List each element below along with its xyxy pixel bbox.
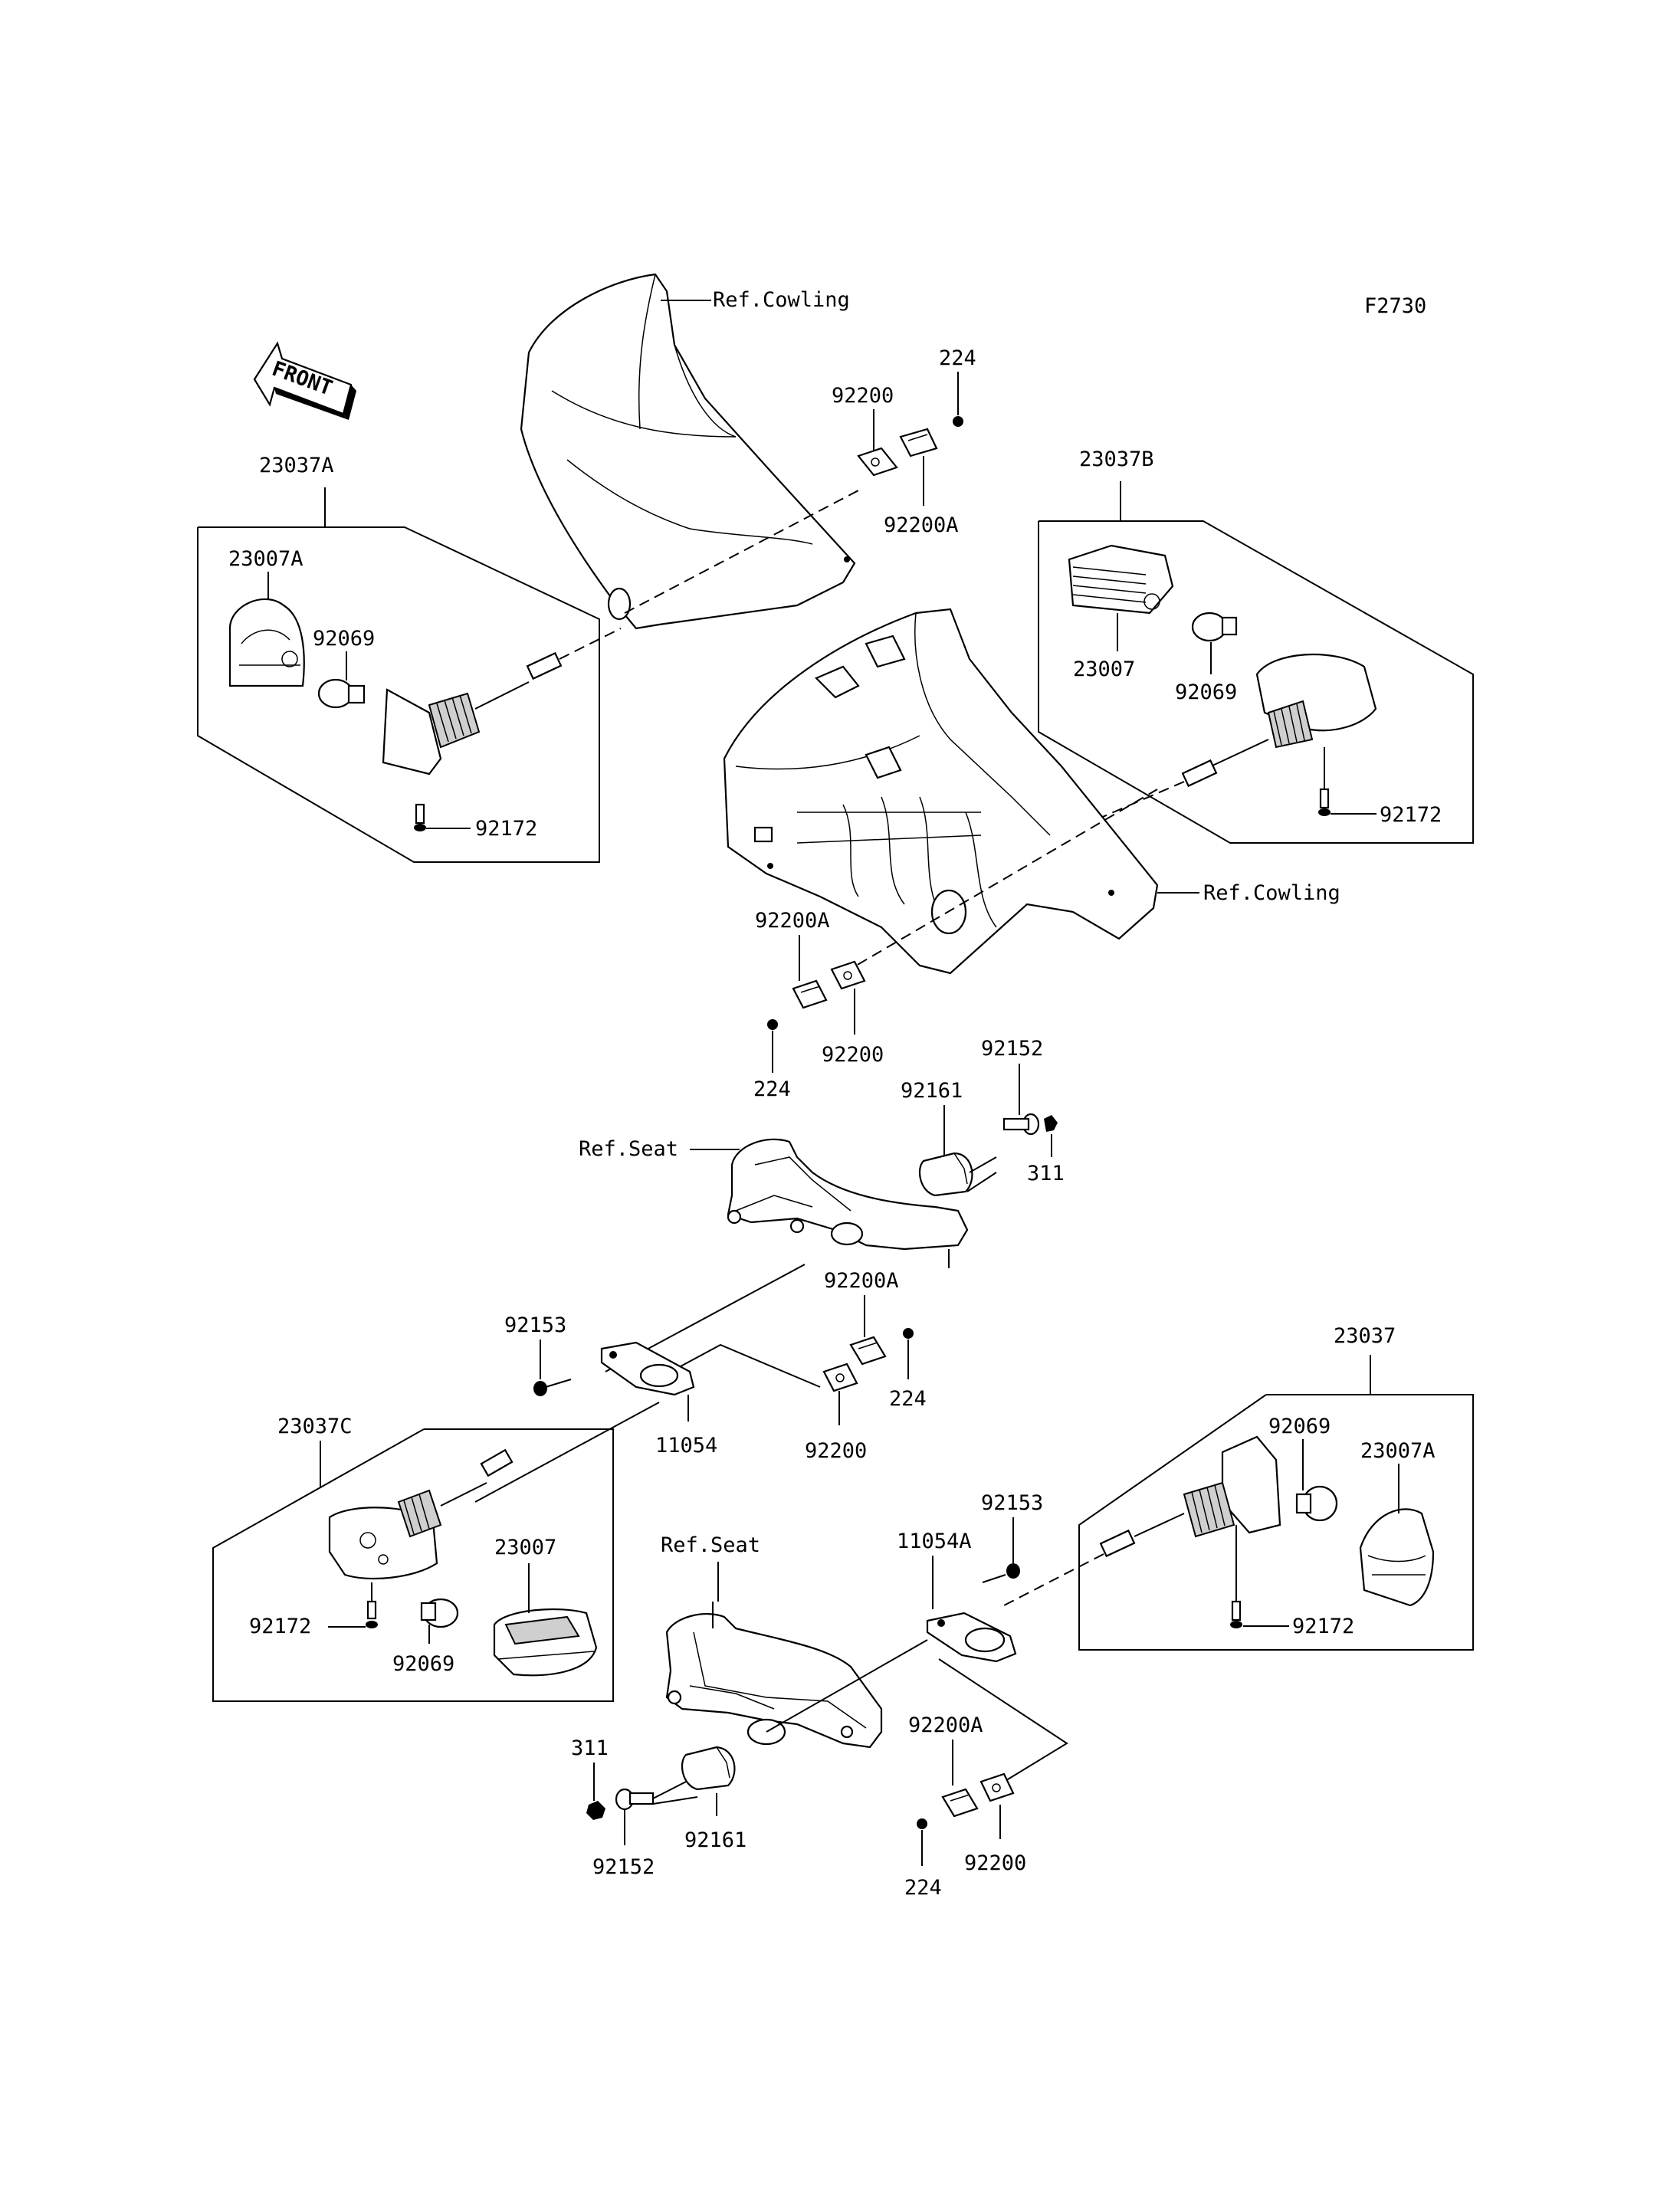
group-23037A: 23037A 23007A 92069 92172: [197, 454, 622, 863]
label-23037B: 23037B: [1079, 448, 1154, 471]
label-92200A-top: 92200A: [884, 513, 959, 537]
clip-92200-mid: [830, 960, 866, 990]
label-92200-side: 92200: [805, 1439, 867, 1463]
label-23007A-d: 23007A: [1360, 1439, 1436, 1463]
clip-92200A-side: [849, 1336, 887, 1366]
label-11054A: 11054A: [897, 1530, 972, 1553]
label-11054: 11054: [655, 1434, 717, 1458]
grommet-92161-lower: [681, 1746, 736, 1791]
label-224-top: 224: [939, 346, 976, 370]
turn-signal-body-a: [382, 688, 442, 776]
label-23007A-upper: 23007A: [228, 547, 304, 571]
label-92069-d: 92069: [1268, 1415, 1331, 1438]
label-224-side: 224: [889, 1387, 927, 1411]
label-224-mid: 224: [753, 1077, 791, 1101]
label-92153-lower: 92153: [981, 1491, 1043, 1515]
screw-92172-c: [366, 1600, 378, 1628]
label-92200-top: 92200: [832, 384, 894, 408]
nut-311-lower: [586, 1801, 605, 1820]
clip-92200A-mid: [792, 979, 828, 1009]
bracket-set-side: 92200A 224 92200: [670, 1269, 927, 1463]
bulb-92069-a: [317, 678, 354, 709]
label-23037: 23037: [1334, 1324, 1396, 1348]
mount-set-upper: 92161 92152 311: [901, 1037, 1065, 1197]
label-23007-b: 23007: [1073, 657, 1135, 681]
label-92069-a: 92069: [313, 627, 375, 651]
nut-311-upper: [1044, 1115, 1058, 1132]
bracket-set-top: 224 92200 92200A: [832, 346, 976, 537]
figure-code: F2730: [1364, 294, 1426, 318]
bolt-92153-upper: [533, 1379, 572, 1396]
label-92200A-lower: 92200A: [908, 1713, 983, 1737]
label-92172-b: 92172: [1380, 803, 1442, 827]
group-23037C: 23037C 92172 92069 23007: [212, 1415, 614, 1702]
group-23037: 23037 92069 23007A 92172: [1003, 1324, 1474, 1651]
label-23007-c: 23007: [494, 1536, 556, 1559]
mount-plate-11054A: 11054A 92153: [897, 1491, 1068, 1782]
label-92161-lower: 92161: [684, 1828, 746, 1852]
lens-23007A: [228, 598, 305, 687]
label-92200-mid: 92200: [822, 1043, 884, 1067]
nut-224-top: [953, 416, 963, 427]
nut-224-mid: [767, 1019, 778, 1030]
label-92069-b: 92069: [1175, 680, 1237, 704]
group-23037B: 23037B 23007 92069: [1038, 448, 1474, 844]
label-23037A: 23037A: [259, 454, 334, 477]
bulb-92069-b: [1191, 612, 1228, 642]
lens-23007-b: [1068, 544, 1174, 615]
mount-set-lower: 311 92152 92161: [571, 1736, 746, 1879]
label-92069-c: 92069: [392, 1652, 454, 1676]
clip-92200-lower: [979, 1772, 1015, 1802]
ref-cowling-right: Ref.Cowling: [1203, 881, 1340, 905]
label-92200A-side: 92200A: [824, 1269, 899, 1293]
clip-92200A-lower: [941, 1788, 979, 1818]
lower-cowling: Ref.Cowling: [723, 608, 1340, 975]
label-92153-upper: 92153: [504, 1313, 566, 1337]
label-92172-d: 92172: [1292, 1615, 1354, 1638]
mount-plate-11054: 92153 11054: [474, 1313, 717, 1503]
bolt-92152-upper: [1002, 1113, 1040, 1136]
clip-92200-top: [857, 447, 898, 477]
label-92172-c: 92172: [249, 1615, 311, 1638]
screw-92172-d: [1230, 1600, 1242, 1628]
nut-224-side: [903, 1328, 914, 1339]
bolt-92152-lower: [615, 1788, 655, 1811]
label-23037C: 23037C: [277, 1415, 353, 1438]
grommet-92161-upper: [918, 1152, 973, 1197]
lens-23007A-d: [1359, 1508, 1435, 1607]
screw-92172-b: [1318, 788, 1331, 816]
bracket-set-lower: 92200A 92200 224: [904, 1713, 1026, 1900]
seat-bracket-lower: Ref.Seat: [661, 1533, 928, 1749]
upper-cowling: Ref.Cowling: [520, 273, 859, 630]
label-92152-lower: 92152: [592, 1855, 655, 1879]
bolt-92153-lower: [982, 1563, 1020, 1583]
ref-seat-upper: Ref.Seat: [579, 1137, 678, 1161]
label-311-upper: 311: [1027, 1162, 1065, 1185]
front-arrow-icon: FRONT: [253, 341, 356, 420]
screw-92172-a: [414, 803, 426, 831]
label-92200-lower: 92200: [964, 1851, 1026, 1875]
label-224-lower: 224: [904, 1876, 942, 1900]
label-92172-a: 92172: [475, 817, 537, 841]
seat-bracket-upper: Ref.Seat: [579, 1137, 969, 1372]
label-311-lower: 311: [571, 1736, 609, 1760]
ref-cowling-top: Ref.Cowling: [713, 288, 850, 312]
clip-92200A-top: [899, 428, 938, 457]
bracket-set-middle: 92200A 92200 224: [753, 909, 884, 1101]
clip-92200-side: [822, 1362, 858, 1392]
label-92152-upper: 92152: [981, 1037, 1043, 1061]
nut-224-lower: [917, 1818, 927, 1829]
ref-seat-lower: Ref.Seat: [661, 1533, 760, 1557]
label-92200A-mid: 92200A: [755, 909, 830, 933]
label-92161-upper: 92161: [901, 1079, 963, 1103]
